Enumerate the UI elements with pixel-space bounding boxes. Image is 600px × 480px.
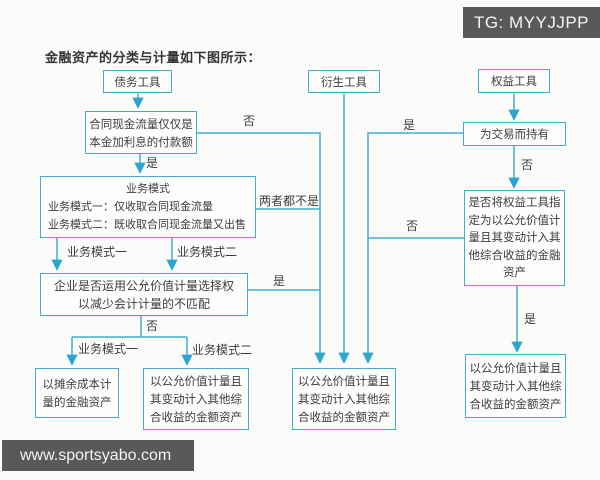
node-line: 以摊余成本计 <box>42 377 112 391</box>
edge-fvo-no-split <box>72 316 187 338</box>
node-label: 为交易而持有 <box>480 127 549 141</box>
node-held-for-trading: 为交易而持有 <box>463 122 566 146</box>
node-line: 其变动计入其他综 <box>298 392 390 406</box>
node-fvoci-asset-middle: 以公允价值计量且 其变动计入其他综 合收益的金额资产 <box>292 368 396 430</box>
node-fair-value-option-test: 企业是否运用公允价值计量选择权 以减少会计计量的不匹配 <box>40 273 248 316</box>
node-line: 是否将权益工具指 <box>468 195 561 210</box>
node-line: 量且其变动计入其 <box>468 230 561 245</box>
node-line: 其变动计入其他综 <box>150 392 242 406</box>
node-derivative-instrument: 衍生工具 <box>308 70 380 93</box>
edge-label-mode1-lower: 业务模式一 <box>78 342 139 356</box>
edge-label-no-trading: 否 <box>521 158 534 172</box>
edge-cashflow-no-to-middle <box>197 132 326 364</box>
node-amortized-cost-asset: 以摊余成本计 量的金融资产 <box>35 368 119 418</box>
node-oci-designation-test: 是否将权益工具指 定为以公允价值计 量且其变动计入其 他综合收益的金融 资产 <box>464 190 565 286</box>
node-label: 权益工具 <box>491 74 537 88</box>
node-debt-instrument: 债务工具 <box>103 70 172 93</box>
node-line: 资产 <box>503 265 526 280</box>
node-line: 合同现金流量仅仅是 <box>89 116 193 131</box>
edge-label-yes-sppi: 是 <box>146 156 159 170</box>
node-cashflow-sppi-test: 合同现金流量仅仅是 本金加利息的付款额 <box>85 111 197 154</box>
node-line: 合收益的金额资产 <box>298 410 390 424</box>
node-label: 衍生工具 <box>321 74 367 89</box>
edge-label-neither: 两者都不是 <box>259 194 320 208</box>
edge-label-yes-trading: 是 <box>403 118 416 132</box>
node-line: 以公允价值计量且 <box>298 374 390 388</box>
node-label: 债务工具 <box>114 74 161 89</box>
node-line: 业务模式二：既收取合同现金流量又出售 <box>48 218 246 231</box>
node-line: 其变动计入其他综 <box>469 379 562 393</box>
node-line: 量的金融资产 <box>42 395 112 409</box>
node-line: 他综合收益的金融 <box>468 247 561 262</box>
edge-label-no-designation: 否 <box>406 219 419 233</box>
node-line: 以公允价值计量且 <box>469 361 562 375</box>
edge-label-mode2-lower: 业务模式二 <box>192 343 253 357</box>
node-fvoci-asset-right: 以公允价值计量且 其变动计入其他综 合收益的金额资产 <box>465 354 566 418</box>
edge-label-yes-designation: 是 <box>524 312 537 326</box>
website-watermark-bar: www.sportsyabo.com <box>2 440 194 471</box>
edge-label-no-sppi: 否 <box>243 114 256 128</box>
node-fvoci-asset-left: 以公允价值计量且 其变动计入其他综 合收益的金额资产 <box>143 368 249 430</box>
node-line: 本金加利息的付款额 <box>89 134 193 149</box>
edge-label-no-fvo: 否 <box>146 319 159 333</box>
node-line: 定为以公允价值计 <box>468 212 561 227</box>
page-title: 金融资产的分类与计量如下图所示： <box>45 51 262 66</box>
node-equity-instrument: 权益工具 <box>478 69 550 93</box>
node-business-model: 业务模式 业务模式一：仅收取合同现金流量 业务模式二：既收取合同现金流量又出售 <box>40 176 256 238</box>
edge-label-mode2-upper: 业务模式二 <box>177 245 238 259</box>
node-line: 企业是否运用公允价值计量选择权 <box>53 278 234 293</box>
node-line: 合收益的金额资产 <box>150 410 242 424</box>
node-line: 合收益的金额资产 <box>469 397 562 411</box>
edge-label-mode1-upper: 业务模式一 <box>67 245 128 259</box>
node-line: 业务模式一：仅收取合同现金流量 <box>48 200 213 213</box>
telegram-watermark-badge: TG: MYYJJPP <box>463 7 600 38</box>
edge-label-yes-fvo: 是 <box>273 274 286 288</box>
edge-trading-yes-to-middle <box>362 132 463 364</box>
node-title: 业务模式 <box>126 182 170 195</box>
node-line: 以减少会计计量的不匹配 <box>77 296 210 311</box>
node-line: 以公允价值计量且 <box>150 374 242 388</box>
